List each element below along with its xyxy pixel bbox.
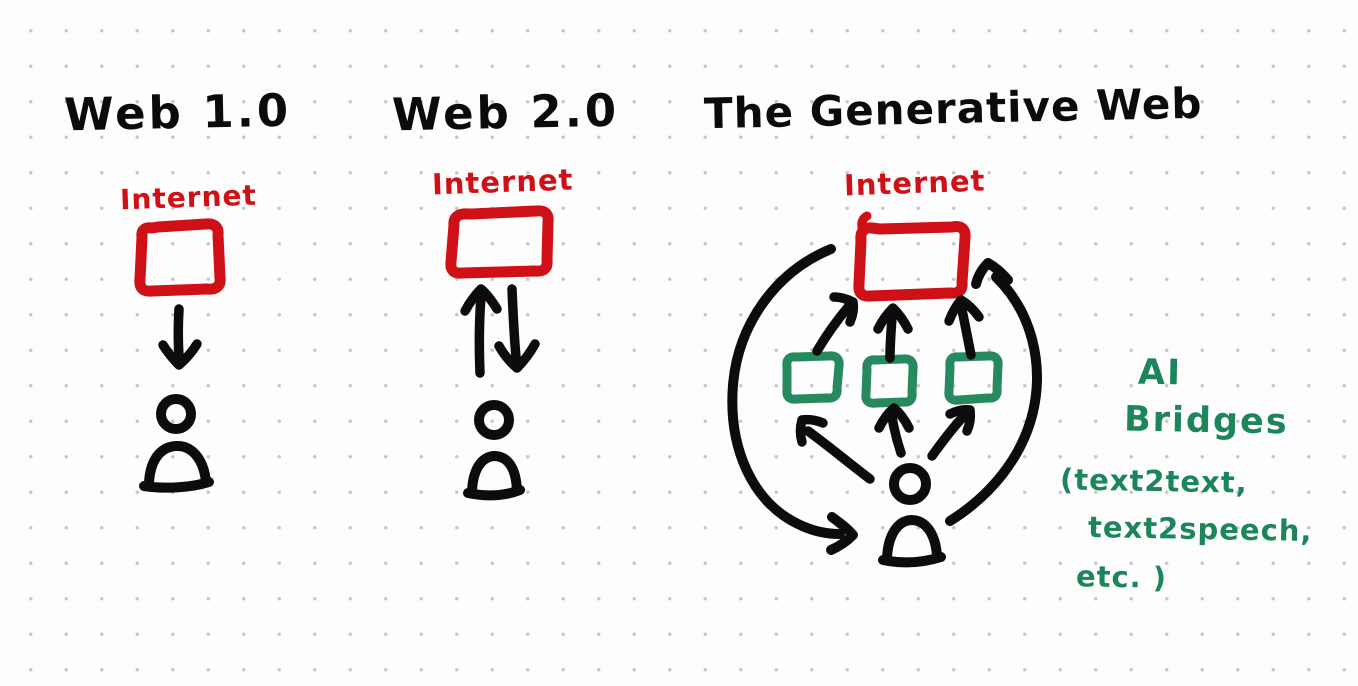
arrow-bridge2-to-internet <box>885 313 897 363</box>
arrow-bridge1-to-internet <box>812 301 854 356</box>
web1-title: Web 1.0 <box>63 83 292 142</box>
arrow-user-to-bridge2-head <box>874 403 914 433</box>
user-icon-body <box>144 441 211 488</box>
user-icon-base <box>463 485 525 501</box>
user-icon-head <box>474 400 514 440</box>
user-icon-head <box>156 394 196 434</box>
ai-bridges-detail-line3: etc. ) <box>1075 559 1168 595</box>
internet-box-icon <box>134 218 226 297</box>
user-icon-body <box>882 515 942 563</box>
internet-label-web1: Internet <box>119 178 258 217</box>
curve-user-to-internet-head <box>971 258 1013 289</box>
web2-group <box>445 205 554 501</box>
ai-bridges-heading-line2: Bridges <box>1123 399 1289 443</box>
user-icon-head <box>889 463 931 505</box>
arrow-bridge3-to-internet-head <box>944 295 984 326</box>
arrow-down-head-icon <box>158 339 202 370</box>
user-icon-base <box>139 477 214 493</box>
arrow-down-icon <box>173 304 184 361</box>
arrow-user-to-bridge1 <box>803 426 875 484</box>
internet-label-generative: Internet <box>843 163 987 203</box>
arrow-down-head-icon <box>494 339 540 373</box>
internet-box-icon <box>445 205 554 279</box>
arrow-up-head-icon <box>460 284 502 316</box>
user-icon-body <box>467 451 522 496</box>
internet-box-icon <box>853 221 971 302</box>
ai-bridges-heading-line1: AI <box>1137 352 1183 394</box>
ai-bridges-detail-line1: (text2text, <box>1059 462 1248 500</box>
user-icon-base <box>878 552 946 568</box>
arrow-bridge3-to-internet <box>957 305 976 360</box>
arrow-bridge2-to-internet-head <box>873 303 913 334</box>
generative-web-group <box>727 211 1042 568</box>
ai-bridge-box-icon <box>782 351 844 404</box>
web2-title: Web 2.0 <box>391 83 620 142</box>
arrow-user-to-bridge3 <box>927 413 967 461</box>
arrow-down-icon <box>507 284 521 362</box>
curve-internet-to-user <box>727 244 845 539</box>
web1-group <box>134 218 226 493</box>
internet-label-web2: Internet <box>431 162 575 202</box>
internet-box-tick <box>857 211 872 232</box>
curve-user-to-internet <box>945 272 1042 526</box>
ai-bridge-box-icon <box>944 351 1003 405</box>
arrow-user-to-bridge1-head <box>795 414 828 447</box>
ai-bridge-box-icon <box>861 354 918 408</box>
generative-web-title: The Generative Web <box>703 78 1203 139</box>
arrow-up-icon <box>474 292 486 378</box>
arrow-bridge1-to-internet-head <box>829 292 859 327</box>
curve-internet-to-user-head <box>826 512 858 555</box>
arrow-user-to-bridge2 <box>887 412 906 458</box>
arrow-user-to-bridge3-head <box>945 405 976 436</box>
ai-bridges-detail-line2: text2speech, <box>1087 510 1313 548</box>
